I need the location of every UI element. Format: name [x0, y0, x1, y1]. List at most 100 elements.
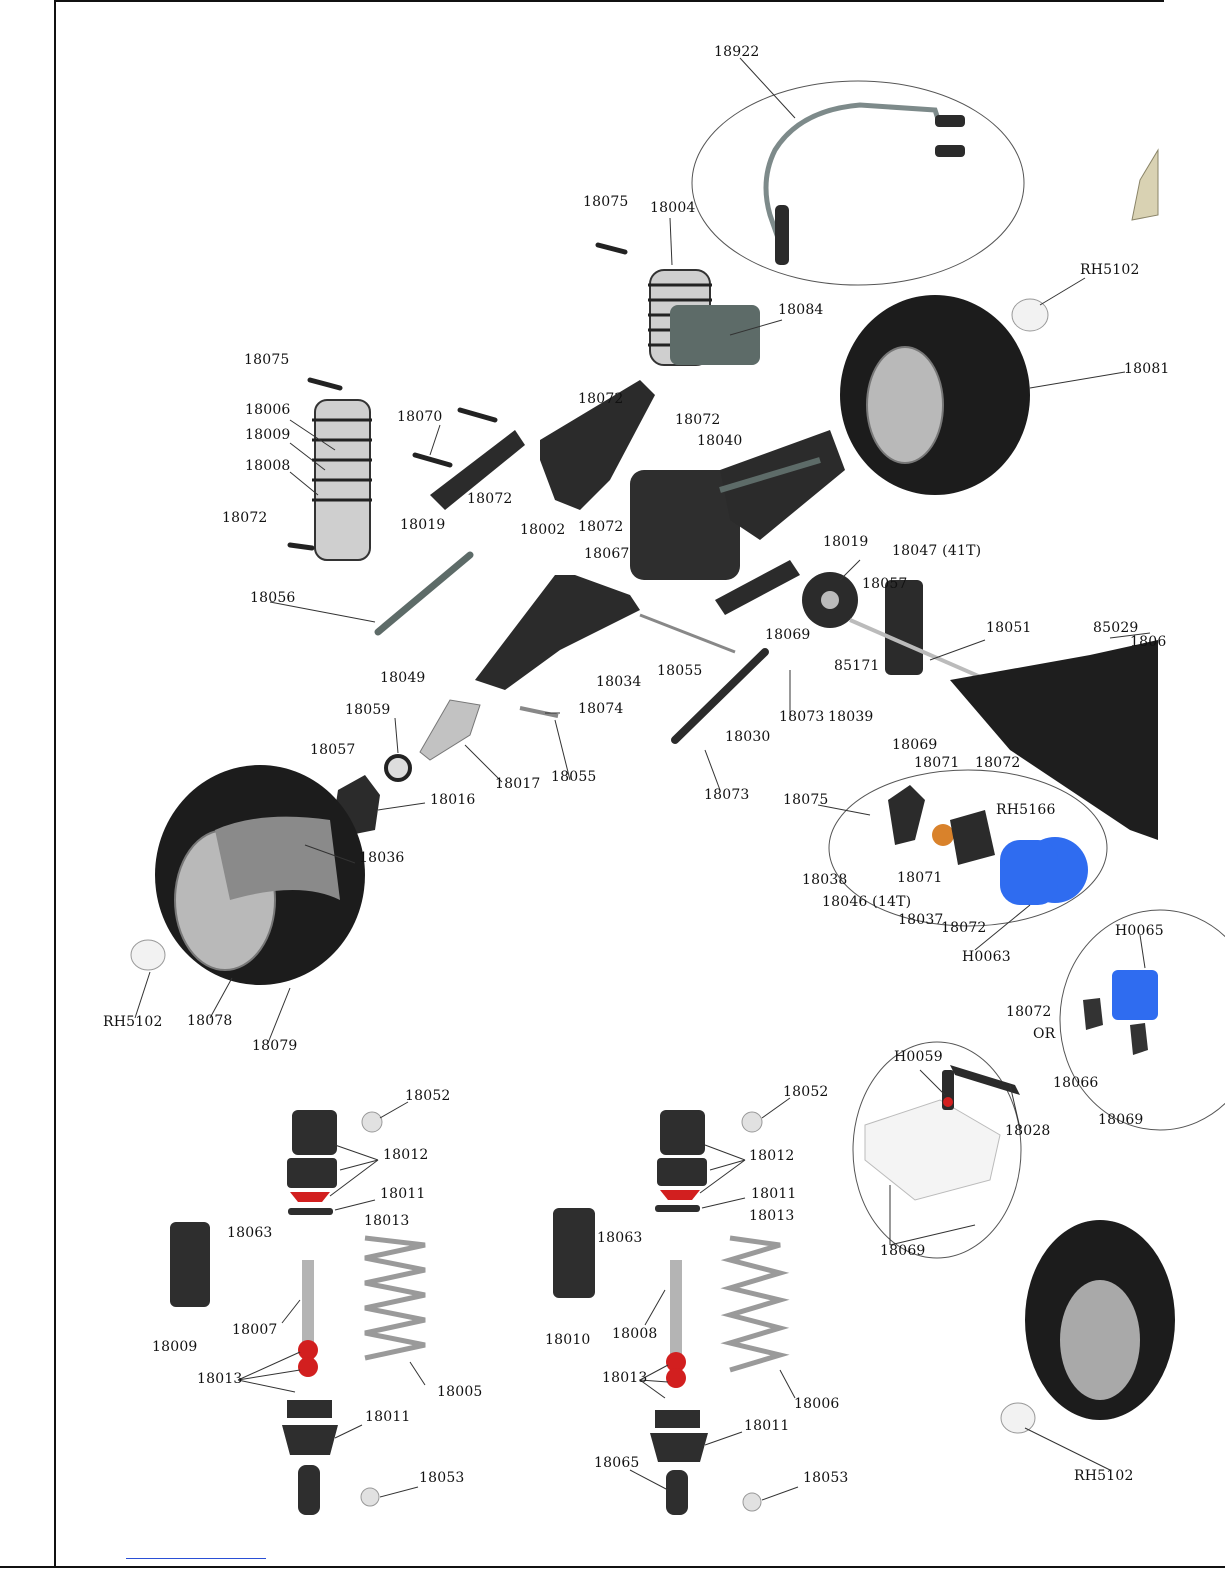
lower-arm-18034 — [475, 575, 640, 690]
shock-seal-18011a — [290, 1192, 330, 1202]
part-label: 18059 — [345, 702, 391, 718]
drive-shaft-18056 — [374, 551, 474, 636]
part-label: RH5102 — [103, 1014, 163, 1030]
footer-link-underline[interactable] — [126, 1558, 266, 1559]
part-label: 18013 — [197, 1371, 243, 1387]
upper-link-18019b — [715, 560, 800, 615]
part-label: 18009 — [152, 1339, 198, 1355]
motor-callout-ellipse — [828, 769, 1108, 927]
part-label: 18069 — [892, 737, 938, 753]
part-label: 18053 — [419, 1470, 465, 1486]
part-label: 18072 — [941, 920, 987, 936]
part-label: 18057 — [862, 576, 908, 592]
front-tire-cutaway — [215, 816, 340, 900]
shock-18006-left-spring — [312, 418, 372, 502]
shock-body-18009 — [170, 1222, 210, 1307]
part-label: 18075 — [583, 194, 629, 210]
part-label: 18019 — [823, 534, 869, 550]
shock-tower-18084 — [670, 305, 760, 365]
receiver-callout-ellipse — [852, 1041, 1022, 1259]
part-label: 18067 — [584, 546, 630, 562]
spur-gear-hub — [821, 591, 839, 609]
front-tire-nut-rh5102 — [130, 939, 166, 971]
part-label: 18057 — [310, 742, 356, 758]
part-label: 18006 — [245, 402, 291, 418]
part-label: 18922 — [714, 44, 760, 60]
rear-axle-shaft — [719, 457, 821, 493]
shock-shaft-18008 — [670, 1260, 682, 1365]
servo-h0065 — [1112, 970, 1158, 1020]
sway-bar — [763, 102, 943, 259]
part-label: 18056 — [250, 590, 296, 606]
part-label: 1806 — [1130, 634, 1167, 650]
part-label: 18037 — [898, 912, 944, 928]
shock-lower-cap-18011d — [650, 1433, 708, 1462]
part-label: 18063 — [597, 1230, 643, 1246]
part-label: 18052 — [405, 1088, 451, 1104]
page-frame-left — [54, 0, 56, 1568]
ball-18053a — [360, 1487, 380, 1507]
motor-h0063 — [1000, 840, 1058, 905]
part-label: 18072 — [1006, 1004, 1052, 1020]
part-label: 18011 — [751, 1186, 797, 1202]
servo-mount-18066a — [1083, 998, 1103, 1030]
ball-18053b — [742, 1492, 762, 1512]
shock-lower-cap-18011 — [282, 1425, 338, 1455]
part-label: 18011 — [380, 1186, 426, 1202]
sway-bar-callout-ellipse — [691, 80, 1025, 286]
part-label: 18008 — [612, 1326, 658, 1342]
part-label: 18009 — [245, 427, 291, 443]
rear-rim — [866, 346, 944, 464]
part-label: 18011 — [744, 1418, 790, 1434]
shock-shaft-18007 — [302, 1260, 314, 1360]
part-label: 18005 — [437, 1384, 483, 1400]
shock-cap-18012d — [657, 1158, 707, 1186]
spare-tire-nut-rh5102 — [1000, 1402, 1036, 1434]
body-shell-edge — [1131, 148, 1159, 221]
shock-piston-18011d — [655, 1410, 700, 1428]
hinge-pin-18055b — [519, 706, 559, 718]
hinge-pin-18055 — [639, 613, 736, 654]
oring-18013c — [666, 1352, 686, 1372]
part-label: 18049 — [380, 670, 426, 686]
axle-18017 — [419, 699, 481, 761]
oring-18013d — [666, 1368, 686, 1388]
motor-mount-18038 — [888, 785, 925, 845]
rear-upper-arm — [720, 430, 845, 540]
page-frame-bottom — [0, 1566, 1225, 1568]
part-label: 18072 — [578, 391, 624, 407]
part-label: H0065 — [1115, 923, 1164, 939]
spring-18005 — [364, 1235, 426, 1361]
part-label: 18034 — [596, 674, 642, 690]
upper-arm-18019 — [430, 430, 525, 510]
part-label: 18063 — [227, 1225, 273, 1241]
servo-callout-ellipse — [1059, 909, 1225, 1131]
part-label: 18028 — [1005, 1123, 1051, 1139]
part-label: 18053 — [803, 1470, 849, 1486]
oring-18013a — [298, 1340, 318, 1360]
turnbuckle-18030 — [671, 648, 769, 744]
part-label: 18073 — [779, 709, 825, 725]
antenna-mount-red — [943, 1097, 953, 1107]
part-label: 18072 — [578, 519, 624, 535]
part-label: 18013 — [602, 1370, 648, 1386]
oring-18013b — [298, 1357, 318, 1377]
rear-shock-tower-18002 — [540, 380, 655, 510]
part-label: 18084 — [778, 302, 824, 318]
part-label: 18072 — [222, 510, 268, 526]
part-label: 18070 — [397, 409, 443, 425]
part-label: H0063 — [962, 949, 1011, 965]
shock-washer-18011a — [288, 1208, 333, 1215]
part-label: 18072 — [975, 755, 1021, 771]
part-label: 18039 — [828, 709, 874, 725]
part-label: 18004 — [650, 200, 696, 216]
part-label: 18002 — [520, 522, 566, 538]
servo-mount-18066b — [1130, 1023, 1148, 1055]
ball-18052b — [741, 1111, 763, 1133]
gear-cover-18039 — [885, 580, 923, 675]
part-label: RH5166 — [996, 802, 1056, 818]
shock-cap-18012b — [287, 1158, 337, 1188]
part-label: 18019 — [400, 517, 446, 533]
part-label: 18072 — [467, 491, 513, 507]
shock-cap-18012c — [660, 1110, 705, 1155]
